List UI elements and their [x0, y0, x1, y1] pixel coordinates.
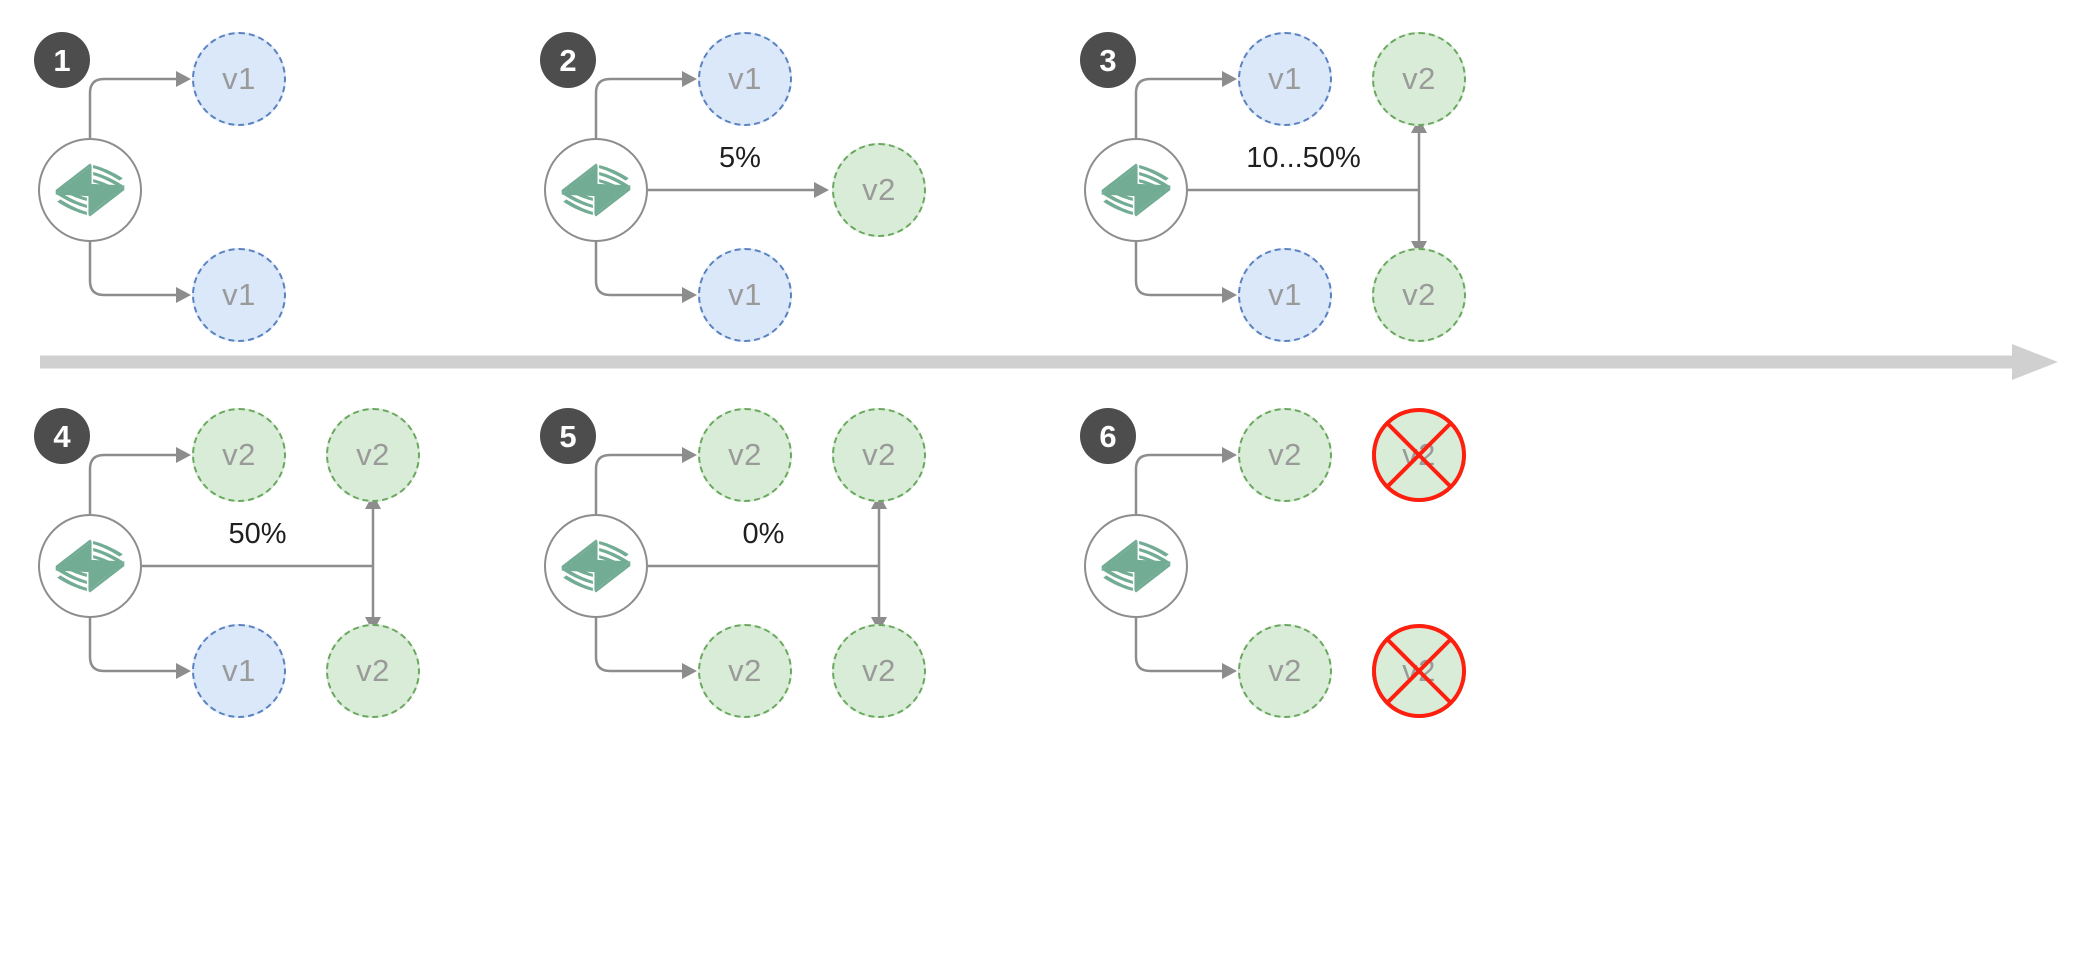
router-node[interactable] — [1084, 514, 1188, 618]
traffic-percent-label: 0% — [742, 518, 785, 550]
node-label: v1 — [1268, 61, 1302, 96]
target-node-v1[interactable]: v1 — [698, 32, 792, 126]
router-node[interactable] — [544, 514, 648, 618]
node-label: v2 — [728, 653, 762, 688]
target-node-v1[interactable]: v1 — [698, 248, 792, 342]
target-node-v1[interactable]: v1 — [192, 248, 286, 342]
side-node-v2[interactable]: v2 — [1372, 32, 1466, 126]
target-node-v2[interactable]: v2 — [192, 408, 286, 502]
connector-wires — [1134, 447, 1237, 679]
target-node-v1[interactable]: v1 — [1238, 32, 1332, 126]
traffic-percent-label: 50% — [228, 518, 287, 550]
target-node-v2[interactable]: v2 — [1238, 624, 1332, 718]
side-node-v2-disabled[interactable]: v2 — [1372, 408, 1466, 502]
node-label: v1 — [728, 61, 762, 96]
node-label: v2 — [862, 653, 896, 688]
step-number-badge: 4 — [34, 408, 90, 464]
traffic-percent-label: 10...50% — [1246, 142, 1361, 174]
time-axis-arrow — [40, 344, 2058, 380]
target-node-v1[interactable]: v1 — [192, 32, 286, 126]
step-panel-4: 4 v2 v1 v2 v2 — [14, 386, 534, 786]
node-label: v1 — [222, 61, 256, 96]
node-label: v1 — [1268, 277, 1302, 312]
haproxy-logo-icon — [561, 163, 631, 217]
node-label: v1 — [222, 653, 256, 688]
side-node-v2[interactable]: v2 — [832, 408, 926, 502]
haproxy-logo-icon — [55, 163, 125, 217]
node-label: v2 — [356, 653, 390, 688]
side-node-v2[interactable]: v2 — [832, 143, 926, 237]
node-label: v2 — [1402, 653, 1436, 688]
connector-wires — [88, 71, 191, 303]
node-label: v2 — [862, 437, 896, 472]
router-node[interactable] — [544, 138, 648, 242]
connector-wires — [594, 71, 829, 303]
node-label: v2 — [1402, 277, 1436, 312]
target-node-v2[interactable]: v2 — [698, 408, 792, 502]
target-node-v2[interactable]: v2 — [698, 624, 792, 718]
step-panel-3: 3 v1 v1 v2 v2 — [1060, 10, 1580, 410]
node-label: v2 — [1402, 61, 1436, 96]
node-label: v2 — [862, 172, 896, 207]
step-panel-6: 6 v2 v2 v2 — [1060, 386, 1580, 786]
step-panel-5: 5 v2 v2 v2 v2 — [520, 386, 1040, 786]
traffic-percent-label: 5% — [719, 142, 761, 174]
step-number-badge: 1 — [34, 32, 90, 88]
side-node-v2[interactable]: v2 — [1372, 248, 1466, 342]
side-node-v2[interactable]: v2 — [326, 624, 420, 718]
connector-wires — [88, 447, 381, 679]
node-label: v2 — [1402, 437, 1436, 472]
router-node[interactable] — [38, 138, 142, 242]
router-node[interactable] — [38, 514, 142, 618]
node-label: v2 — [1268, 437, 1302, 472]
node-label: v1 — [222, 277, 256, 312]
step-number-badge: 3 — [1080, 32, 1136, 88]
node-label: v1 — [728, 277, 762, 312]
router-node[interactable] — [1084, 138, 1188, 242]
node-label: v2 — [356, 437, 390, 472]
node-label: v2 — [222, 437, 256, 472]
step-number-badge: 6 — [1080, 408, 1136, 464]
step-number-badge: 2 — [540, 32, 596, 88]
target-node-v1[interactable]: v1 — [192, 624, 286, 718]
side-node-v2[interactable]: v2 — [326, 408, 420, 502]
node-label: v2 — [728, 437, 762, 472]
side-node-v2[interactable]: v2 — [832, 624, 926, 718]
target-node-v2[interactable]: v2 — [1238, 408, 1332, 502]
step-number-badge: 5 — [540, 408, 596, 464]
target-node-v1[interactable]: v1 — [1238, 248, 1332, 342]
node-label: v2 — [1268, 653, 1302, 688]
haproxy-logo-icon — [1101, 539, 1171, 593]
haproxy-logo-icon — [55, 539, 125, 593]
step-panel-2: 2 v1 v1 v2 5% — [520, 10, 1040, 410]
haproxy-logo-icon — [561, 539, 631, 593]
connector-wires — [594, 447, 887, 679]
side-node-v2-disabled[interactable]: v2 — [1372, 624, 1466, 718]
step-panel-1: 1 v1 v1 — [14, 10, 534, 410]
haproxy-logo-icon — [1101, 163, 1171, 217]
